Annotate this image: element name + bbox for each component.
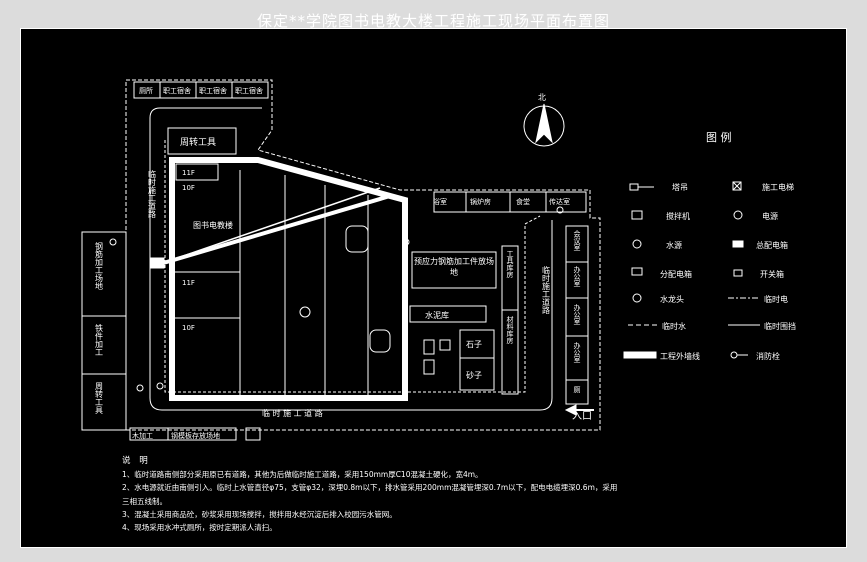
road-outline	[149, 107, 553, 411]
tools-left-box	[81, 373, 127, 431]
dorm3-label: 职工宿舍	[235, 86, 263, 95]
drawing-title: 保定**学院图书电教大楼工程施工现场平面布置图	[256, 12, 610, 30]
notes-block: 说 明 1、临时道路南侧部分采用原已有道路，其他为后做临时施工道路，采用150m…	[122, 455, 802, 534]
sand-label: 砂子	[466, 370, 482, 380]
legend-temp-fence: 临时围挡	[764, 321, 796, 331]
building-outline	[169, 157, 408, 401]
floor-11b: 11F	[182, 279, 195, 287]
floor-10a: 10F	[182, 184, 195, 192]
steel-yard-label: 钢模板存放场地	[171, 431, 220, 440]
north-arrow	[535, 103, 553, 144]
steel-yard-box	[167, 427, 237, 441]
cement-label: 水泥库	[425, 310, 449, 320]
road-right-label: 临时施工道路	[542, 265, 551, 314]
toilet-right-label: 厕	[573, 386, 581, 394]
legend-outer-line	[623, 351, 657, 359]
note-3: 3、混凝土采用商品砼，砂浆采用现场搅拌，搅拌用水经沉淀后排入校园污水管网。	[122, 509, 397, 519]
floor-10b: 10F	[182, 324, 195, 332]
legend-elevator: 施工电梯	[762, 182, 794, 192]
note-2a: 2、水电源就近由南侧引入。临时上水管直径φ75，支管φ32，深埋0.8m以下，排…	[122, 483, 618, 493]
crane-arm-1	[159, 194, 391, 266]
tools-left-label: 周转工具	[95, 382, 104, 415]
iron-shop-box	[81, 315, 127, 375]
office2-label: 办公室	[573, 303, 581, 325]
prestress-box	[411, 251, 497, 289]
tool-store-label: 工具库房	[506, 250, 514, 279]
material-store-box	[501, 309, 519, 395]
wc-label: 厕所	[139, 86, 153, 95]
wood-shop-label: 木加工	[132, 431, 153, 440]
bath-label: 浴室	[433, 197, 447, 206]
legend-mixer: 搅拌机	[666, 211, 690, 221]
legend-switch-box: 开关箱	[760, 269, 784, 279]
legend-water-source: 水源	[666, 240, 682, 250]
north-label: 北	[538, 93, 546, 102]
legend-main-box: 总配电箱	[756, 240, 788, 250]
boiler-label: 锅炉房	[470, 197, 491, 206]
rebar-shop-box	[81, 231, 127, 317]
road-left-label: 临时施工道路	[148, 169, 157, 218]
sand-box	[459, 357, 495, 391]
iron-shop-label: 铁件加工	[95, 323, 104, 356]
dorm2-label: 职工宿舍	[199, 86, 227, 95]
canteen-label: 食堂	[516, 197, 530, 206]
rebar-shop-label: 钢筋加工场地	[95, 241, 104, 290]
guard-label: 传达室	[549, 197, 570, 206]
office1-label: 办公室	[573, 265, 581, 287]
cement-box	[409, 305, 487, 323]
note-4: 4、现场采用水冲式厕所，按时定期派人清扫。	[122, 523, 277, 533]
prestress-label: 预应力钢筋加工件放场地	[414, 257, 494, 277]
site-boundary	[125, 79, 601, 431]
legend-temp-power: 临时电	[764, 294, 788, 304]
material-store-label: 材料库房	[506, 315, 514, 345]
legend-hydrant: 消防栓	[756, 351, 780, 361]
dorm1-label: 职工宿舍	[163, 86, 191, 95]
road-inner	[164, 140, 541, 393]
meeting-label: 会议室	[573, 229, 581, 251]
legend-sub-box: 分配电箱	[660, 269, 692, 279]
legend-temp-water: 临时水	[662, 321, 686, 331]
dorm-row	[133, 81, 269, 99]
notes-heading: 说 明	[122, 456, 151, 466]
note-2b: 三相五线制。	[122, 496, 167, 506]
office-column	[565, 225, 589, 405]
tools-top-label: 周转工具	[180, 136, 216, 148]
crane-base	[149, 257, 165, 269]
building-label: 图书电教楼	[193, 220, 233, 230]
road-bottom-label: 临 时 施 工 道 路	[262, 408, 323, 418]
crane-arm-2	[159, 187, 381, 265]
legend-tap: 水龙头	[660, 294, 684, 304]
note-1: 1、临时道路南侧部分采用原已有道路，其他为后做临时施工道路，采用150mm厚C1…	[122, 470, 483, 480]
legend-power: 电源	[762, 211, 778, 221]
legend-title: 图 例	[706, 130, 732, 144]
stone-label: 石子	[466, 340, 482, 349]
floor-11a: 11F	[182, 169, 195, 177]
legend-crane: 塔吊	[672, 182, 688, 192]
entrance-label: 入口	[572, 411, 592, 422]
office3-label: 办公室	[573, 341, 581, 363]
tools-top-box	[167, 127, 237, 155]
legend-outer-line-label: 工程外墙线	[660, 351, 700, 361]
